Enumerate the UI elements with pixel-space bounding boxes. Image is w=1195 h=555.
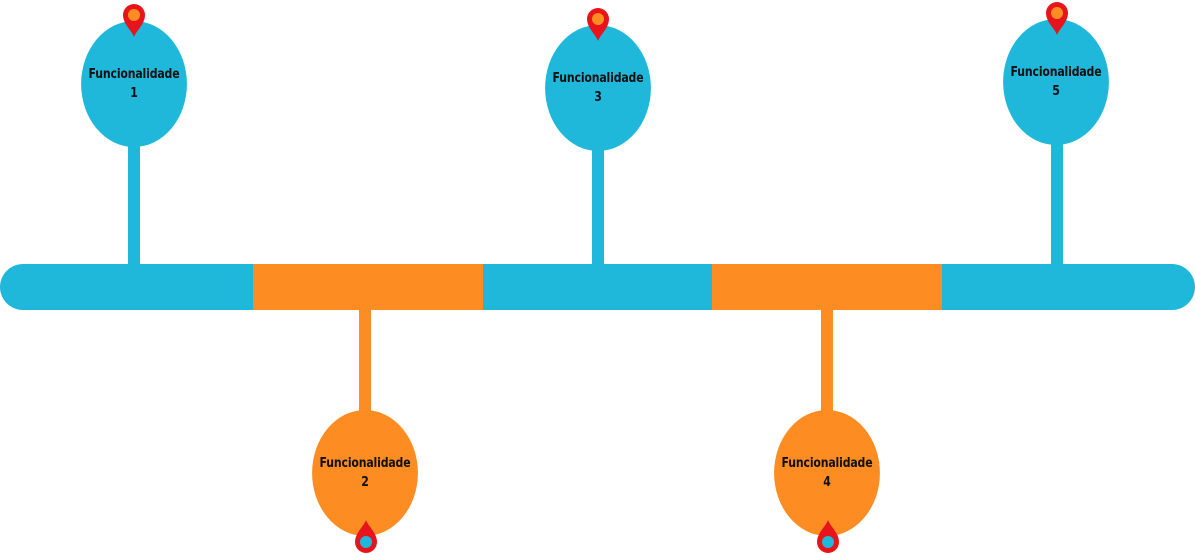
timeline-segment-2 <box>253 264 483 310</box>
connector-4 <box>821 308 833 418</box>
connector-2 <box>359 308 371 418</box>
feature-number-2: 2 <box>361 475 369 490</box>
timeline-segment-4 <box>712 264 942 310</box>
feature-number-1: 1 <box>130 86 138 101</box>
feature-node-4: Funcionalidade 4 <box>774 410 880 536</box>
timeline-segment-5 <box>942 264 1195 310</box>
map-pin-icon <box>1046 2 1068 35</box>
feature-label-3: Funcionalidade <box>552 71 644 86</box>
connector-3 <box>592 144 604 266</box>
feature-number-3: 3 <box>594 90 602 105</box>
feature-node-2: Funcionalidade 2 <box>312 410 418 536</box>
drop-pin-icon <box>817 520 839 553</box>
feature-label-4: Funcionalidade <box>781 456 873 471</box>
map-pin-icon <box>587 8 609 41</box>
timeline-segment-1 <box>0 264 253 310</box>
feature-label-1: Funcionalidade <box>88 67 180 82</box>
feature-number-5: 5 <box>1052 84 1060 99</box>
feature-number-4: 4 <box>823 475 831 490</box>
connector-5 <box>1051 138 1063 266</box>
connector-1 <box>128 140 140 266</box>
feature-node-5: Funcionalidade 5 <box>1003 19 1109 145</box>
map-pin-icon <box>123 4 145 37</box>
drop-pin-icon <box>355 520 377 553</box>
feature-label-5: Funcionalidade <box>1010 65 1102 80</box>
feature-node-3: Funcionalidade 3 <box>545 25 651 151</box>
timeline-segment-3 <box>483 264 712 310</box>
feature-label-2: Funcionalidade <box>319 456 411 471</box>
feature-node-1: Funcionalidade 1 <box>81 21 187 147</box>
